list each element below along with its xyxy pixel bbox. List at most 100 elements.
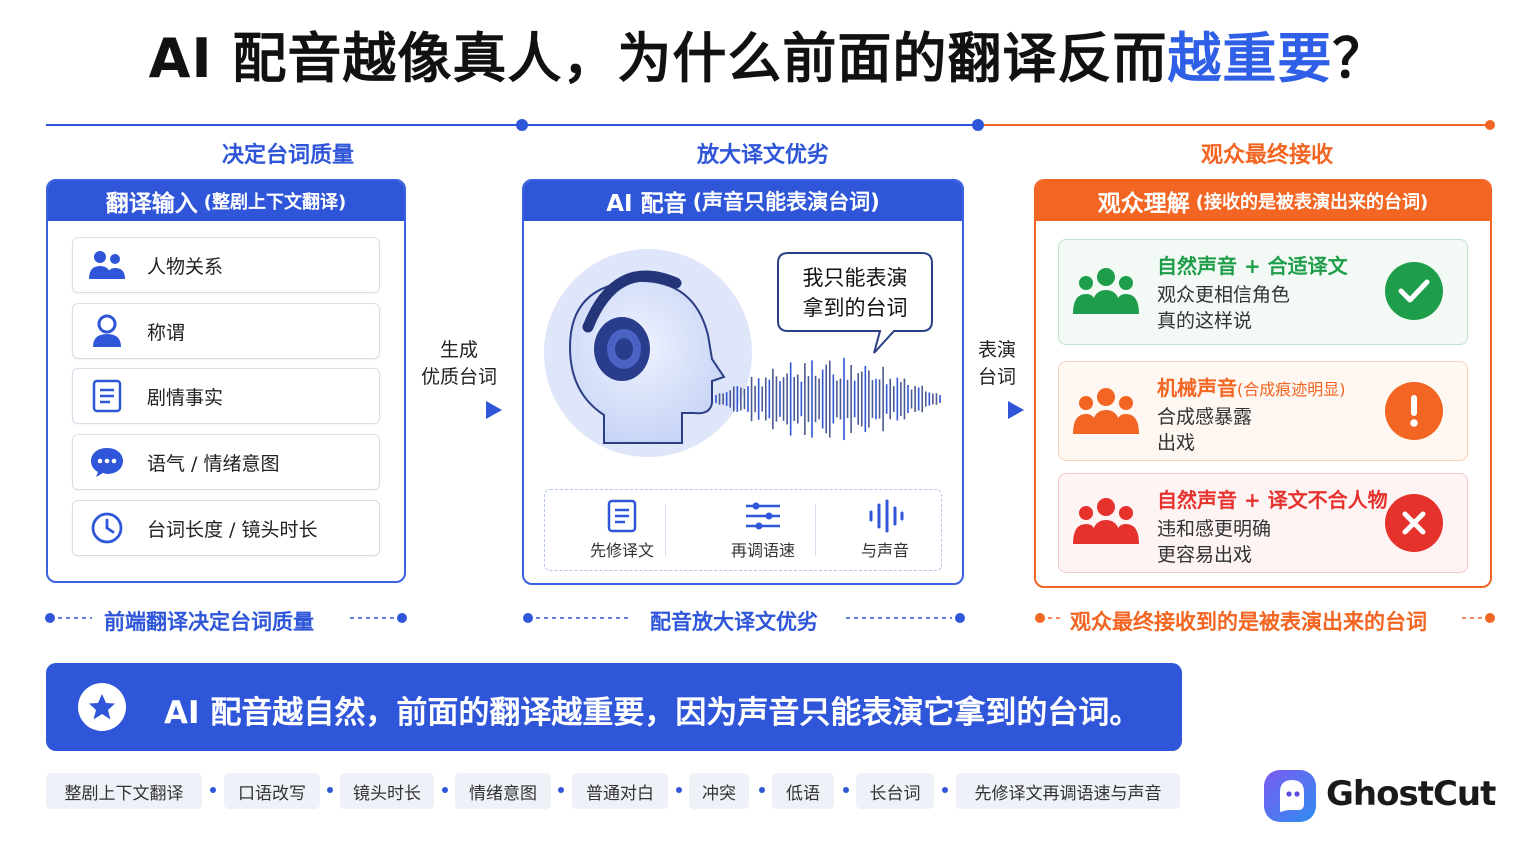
item-label: 剧情事实 xyxy=(147,386,224,409)
col2-heading: 放大译文优劣 xyxy=(696,143,829,168)
title-end: ？ xyxy=(1332,27,1388,90)
tag-conflict: 冲突 xyxy=(689,773,749,809)
clock-icon xyxy=(87,508,127,548)
card-title-text: 自然声音 + 译文不合人物 xyxy=(1157,488,1388,512)
top-timeline xyxy=(46,119,1495,131)
card-natural-voice-bad-translation: 自然声音 + 译文不合人物 违和感更明确更容易出戏 xyxy=(1058,473,1468,573)
card-title-text: 自然声音 + 合适译文 xyxy=(1157,254,1348,278)
translation-input-panel: 翻译输入(整剧上下文翻译) 人物关系 称谓 剧情事实 语气 / 情绪意图 台词长… xyxy=(46,179,406,583)
card-natural-voice-good-translation: 自然声音 + 合适译文 观众更相信角色真的这样说 xyxy=(1058,239,1468,345)
item-label: 台词长度 / 镜头时长 xyxy=(147,518,318,541)
check-icon xyxy=(1385,262,1443,320)
tag-context-translation: 整剧上下文翻译 xyxy=(46,773,202,809)
document-icon xyxy=(87,376,127,416)
card-title: 自然声音 + 译文不合人物 xyxy=(1157,484,1388,513)
document-icon xyxy=(607,499,637,533)
panel-subtitle: (整剧上下文翻译) xyxy=(203,192,347,213)
card-line1: 合成感暴露 xyxy=(1157,406,1253,428)
card-desc: 观众更相信角色真的这样说 xyxy=(1157,282,1290,334)
item-relationships: 人物关系 xyxy=(72,237,380,293)
item-line-length: 台词长度 / 镜头时长 xyxy=(72,500,380,556)
page-title: AI 配音越像真人，为什么前面的翻译反而越重要？ xyxy=(0,14,1536,93)
sliders-icon xyxy=(746,502,780,530)
tool-label: 先修译文 xyxy=(589,541,654,560)
panel-header: AI 配音(声音只能表演台词) xyxy=(524,181,962,221)
panel-title: AI 配音 xyxy=(606,191,687,217)
panel-title: 观众理解 xyxy=(1097,191,1190,217)
card-line1: 违和感更明确 xyxy=(1157,518,1272,540)
bubble-line1: 我只能表演 xyxy=(802,266,908,290)
bottom-line-right: 观众最终接收到的是被表演出来的台词 xyxy=(1070,610,1427,634)
item-plot-facts: 剧情事实 xyxy=(72,368,380,424)
tag-revise-then-adjust: 先修译文再调语速与声音 xyxy=(956,773,1180,809)
chat-bubble-icon xyxy=(87,442,127,482)
arrow1-label: 生成 优质台词 xyxy=(412,337,506,391)
title-main: AI 配音越像真人，为什么前面的翻译反而 xyxy=(148,27,1168,90)
bottom-line-left: 前端翻译决定台词质量 xyxy=(104,610,314,634)
card-desc: 违和感更明确更容易出戏 xyxy=(1157,516,1271,568)
brand-name: GhostCut xyxy=(1326,774,1496,814)
arrow2-line2: 台词 xyxy=(977,366,1016,388)
tag-shot-duration: 镜头时长 xyxy=(340,773,434,809)
tool-label: 再调语速 xyxy=(730,541,795,560)
person-icon xyxy=(87,311,127,351)
tool-revise-translation: 先修译文 xyxy=(564,499,680,561)
card-title: 自然声音 + 合适译文 xyxy=(1157,250,1348,279)
people-icon xyxy=(87,245,127,285)
col1-heading: 决定台词质量 xyxy=(221,143,354,168)
tag-separator xyxy=(676,787,682,793)
card-title: 机械声音(合成痕迹明显) xyxy=(1157,372,1346,401)
arrow1-line2: 优质台词 xyxy=(420,366,497,388)
item-address-terms: 称谓 xyxy=(72,303,380,359)
tag-normal-dialogue: 普通对白 xyxy=(572,773,668,809)
banner-text: AI 配音越自然，前面的翻译越重要，因为声音只能表演它拿到的台词。 xyxy=(164,695,1141,731)
tag-long-lines: 长台词 xyxy=(856,773,934,809)
tag-separator xyxy=(442,787,448,793)
bubble-line2: 拿到的台词 xyxy=(802,296,908,320)
tool-voice: 与声音 xyxy=(840,499,930,561)
card-line1: 观众更相信角色 xyxy=(1157,284,1291,306)
group-icon xyxy=(1073,388,1139,434)
speech-bubble xyxy=(777,252,933,354)
tag-separator xyxy=(759,787,765,793)
arrow2-line1: 表演 xyxy=(977,339,1016,361)
audience-understanding-panel: 观众理解(接收的是被表演出来的台词) 自然声音 + 合适译文 观众更相信角色真的… xyxy=(1034,179,1492,588)
bottom-line-middle: 配音放大译文优劣 xyxy=(650,610,818,634)
arrow-right-icon xyxy=(420,401,502,419)
bottom-connectors xyxy=(45,613,1495,623)
item-label: 语气 / 情绪意图 xyxy=(147,452,280,475)
card-title-text: 机械声音 xyxy=(1157,376,1237,400)
card-note: (合成痕迹明显) xyxy=(1237,380,1346,399)
col3-heading: 观众最终接收 xyxy=(1200,143,1333,168)
panel-subtitle: (声音只能表演台词) xyxy=(692,190,880,214)
card-line2: 出戏 xyxy=(1157,432,1196,454)
headphone-head-illustration xyxy=(544,249,752,457)
panel-header: 观众理解(接收的是被表演出来的台词) xyxy=(1036,181,1490,221)
tag-separator xyxy=(327,787,333,793)
tag-separator xyxy=(843,787,849,793)
soundwave-icon xyxy=(869,499,904,533)
tag-separator xyxy=(942,787,948,793)
panel-subtitle: (接收的是被表演出来的台词) xyxy=(1195,192,1429,213)
soundwave-graphic xyxy=(715,357,941,441)
group-icon xyxy=(1073,268,1139,314)
exclamation-icon xyxy=(1385,382,1443,440)
star-icon xyxy=(78,683,126,731)
tag-emotion-intent: 情绪意图 xyxy=(455,773,551,809)
card-line2: 更容易出戏 xyxy=(1157,544,1253,566)
tool-label: 与声音 xyxy=(860,541,909,560)
arrow-right-icon xyxy=(968,401,1024,419)
bubble-text: 我只能表演 拿到的台词 xyxy=(786,263,924,323)
tag-separator xyxy=(210,787,216,793)
arrow1-line1: 生成 xyxy=(439,339,478,361)
ghost-logo-icon xyxy=(1262,768,1318,824)
item-tone-intent: 语气 / 情绪意图 xyxy=(72,434,380,490)
item-label: 称谓 xyxy=(147,321,186,344)
arrow2-label: 表演 台词 xyxy=(962,337,1032,391)
tools-box xyxy=(544,489,942,571)
tag-colloquial-rewrite: 口语改写 xyxy=(224,773,320,809)
ai-dubbing-panel: AI 配音(声音只能表演台词) 我只能表演 拿到的台词 先修译文 再调语速 与声… xyxy=(522,179,964,585)
cross-icon xyxy=(1385,494,1443,552)
key-message-banner: AI 配音越自然，前面的翻译越重要，因为声音只能表演它拿到的台词。 xyxy=(46,663,1182,751)
panel-header: 翻译输入(整剧上下文翻译) xyxy=(48,181,404,221)
